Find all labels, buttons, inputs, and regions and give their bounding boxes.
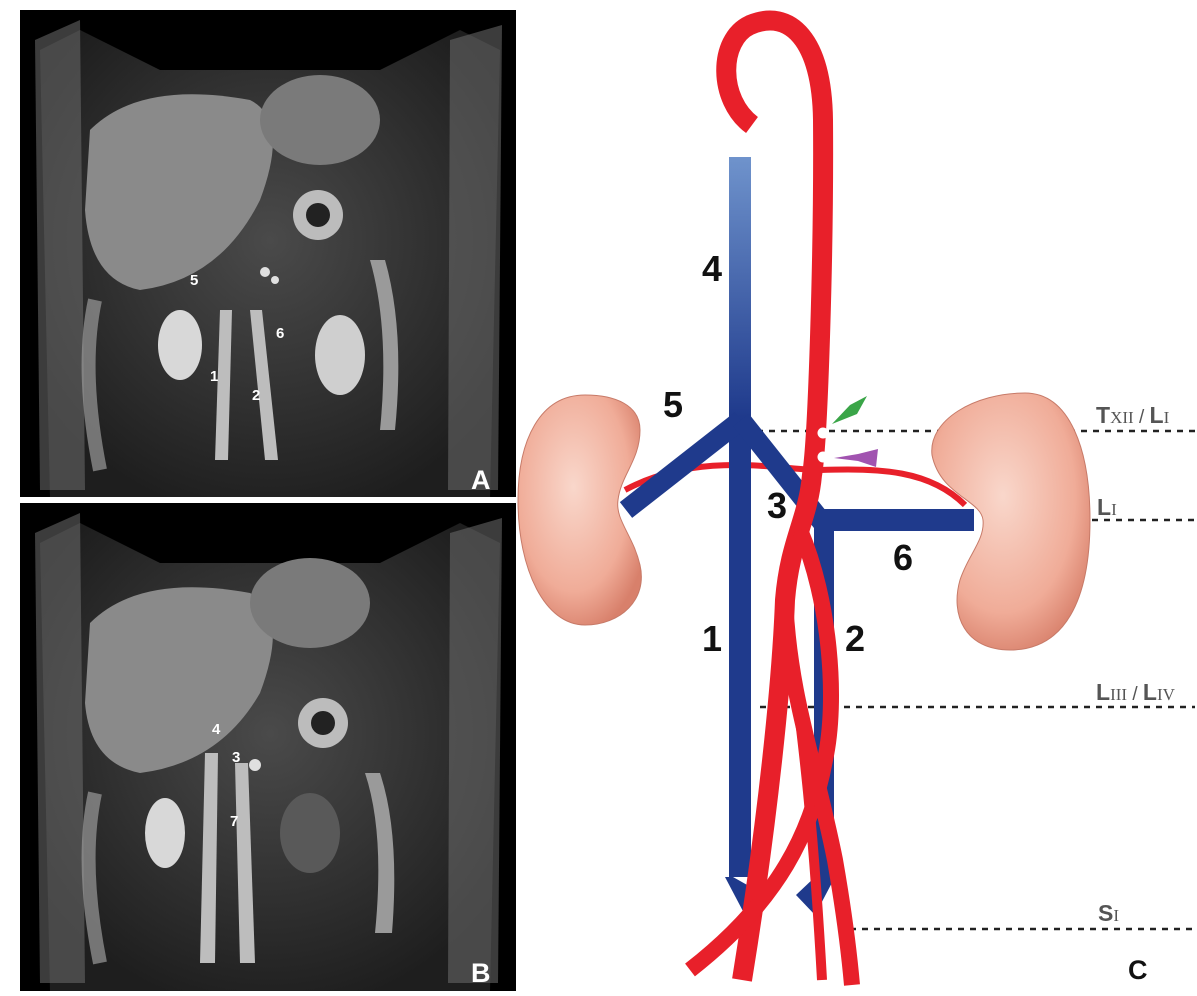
vascular-diagram: 4 5 3 6 1 2 TXII / LI LI LIII / LIV SI C [516, 0, 1197, 996]
green-arrow-icon [832, 396, 867, 424]
panel-letter-b: B [471, 958, 491, 989]
level-label-liii-liv: LIII / LIV [1096, 679, 1176, 705]
level-label-txii-li: TXII / LI [1096, 402, 1170, 428]
vessel-4-upper-ivc [729, 157, 751, 417]
level-label-si: SI [1098, 900, 1119, 926]
mri-label-4: 4 [212, 721, 220, 738]
mri-label-6: 6 [276, 325, 284, 342]
mri-label-7: 7 [230, 813, 238, 830]
vessel-label-3: 3 [767, 485, 787, 526]
panel-letter-a: A [471, 465, 491, 496]
mri-label-2: 2 [252, 387, 260, 404]
purple-arrow-icon [834, 449, 878, 467]
mri-panel-a: 5 6 1 2 A [20, 10, 516, 497]
mri-label-3: 3 [232, 749, 240, 766]
level-label-li: LI [1097, 494, 1117, 520]
mri-panel-b: 4 3 7 B [20, 503, 516, 991]
vessel-label-2: 2 [845, 618, 865, 659]
mri-label-1: 1 [210, 368, 218, 385]
mri-image-a [20, 10, 516, 497]
vessel-label-1: 1 [702, 618, 722, 659]
vessel-1-left-ivc [729, 417, 751, 877]
left-kidney [518, 395, 641, 625]
marker-dot-upper [818, 428, 829, 439]
vessel-6-right-renal-vein [822, 509, 974, 531]
panel-letter-c: C [1128, 955, 1148, 985]
vessel-label-6: 6 [893, 537, 913, 578]
marker-dot-lower [818, 452, 829, 463]
mri-image-b [20, 503, 516, 991]
mri-label-5: 5 [190, 272, 198, 289]
vessel-label-4: 4 [702, 248, 722, 289]
vessel-label-5: 5 [663, 384, 683, 425]
